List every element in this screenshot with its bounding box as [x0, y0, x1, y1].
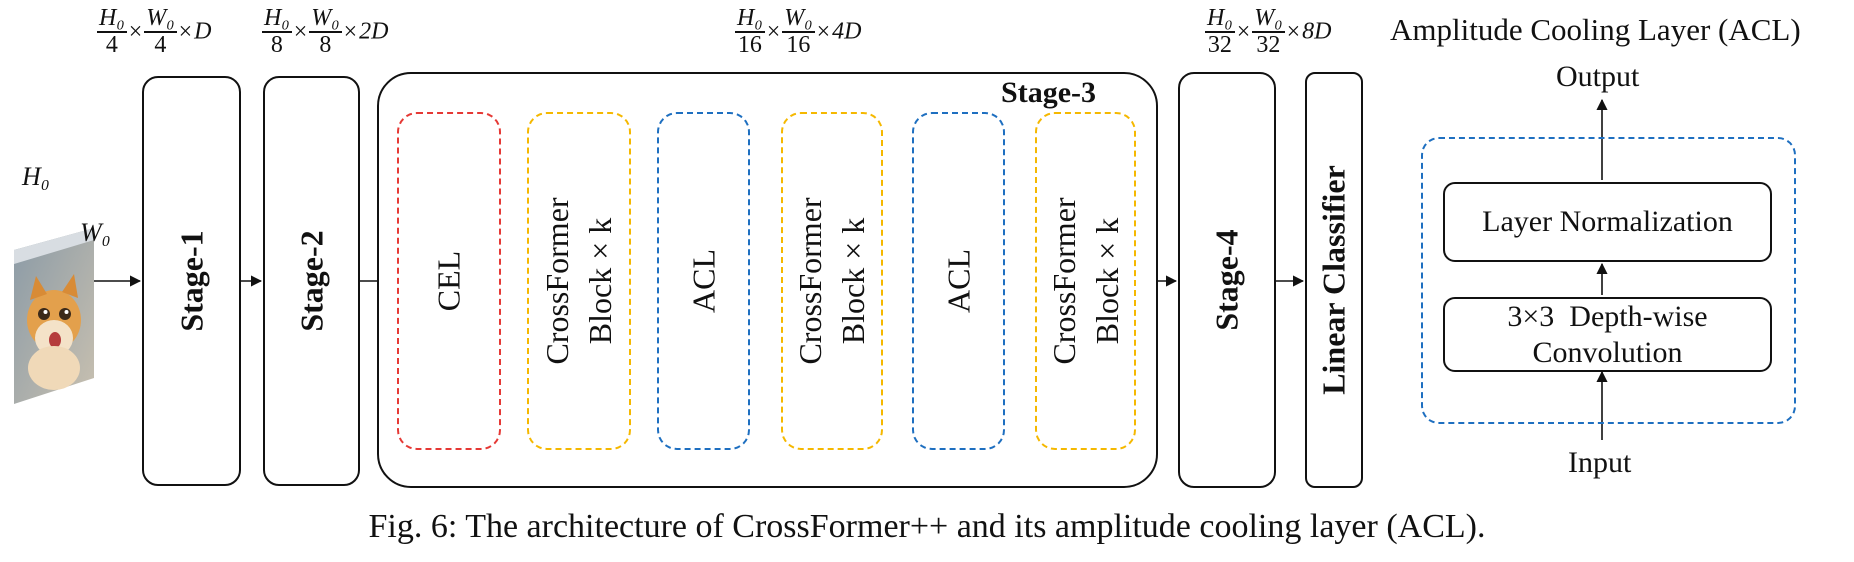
dim-w-num: W₀: [144, 5, 177, 34]
cel-label: CEL: [427, 251, 470, 311]
crossformer-block-2-label: CrossFormer Block × k: [789, 197, 875, 364]
dim-h-num: H₀: [97, 5, 127, 34]
times-sign: ×: [766, 18, 781, 45]
crossformer-block-1: CrossFormer Block × k: [527, 112, 631, 450]
crossformer-block-3-label: CrossFormer Block × k: [1042, 197, 1128, 364]
dim-w-num: W₀: [782, 5, 815, 34]
input-image: [14, 228, 94, 404]
stage-4-label: Stage-4: [1208, 229, 1245, 331]
crossformer-block-1-label: CrossFormer Block × k: [536, 197, 622, 364]
acl-block-1: ACL: [657, 112, 750, 450]
acl-block-2-label: ACL: [937, 249, 980, 313]
dim-h-num: H₀: [735, 5, 765, 34]
dim-h-den: 4: [105, 32, 118, 59]
times-sign: ×: [343, 18, 358, 45]
dim-w-den: 32: [1256, 32, 1281, 59]
conv-label-line1: 3×3 Depth-wise: [1507, 299, 1708, 333]
acl-input-label: Input: [1568, 446, 1632, 479]
acl-block-2: ACL: [912, 112, 1005, 450]
acl-label-text: ACL: [684, 249, 721, 313]
crossformer-label-line2: Block × k: [1088, 217, 1125, 345]
dim-w-num: W₀: [1252, 5, 1285, 34]
dim-w-den: 16: [786, 32, 811, 59]
dim-h-den: 16: [737, 32, 762, 59]
crossformer-label-line1: CrossFormer: [1045, 197, 1082, 365]
dim-channels: 8D: [1302, 18, 1332, 45]
stage-2-block: Stage-2: [263, 76, 360, 486]
stage-4-block: Stage-4: [1178, 72, 1276, 488]
dim-channels: 4D: [832, 18, 862, 45]
stage-3-label: Stage-3: [1001, 76, 1096, 109]
stage-1-label: Stage-1: [172, 230, 209, 332]
layer-normalization-box: Layer Normalization: [1443, 182, 1772, 262]
dim-channels: D: [194, 18, 212, 45]
stage-3-block: Stage-3: [377, 72, 1158, 488]
crossformer-block-2: CrossFormer Block × k: [781, 112, 883, 450]
stage-2-label: Stage-2: [292, 230, 329, 332]
dim-w-num: W₀: [309, 5, 342, 34]
depthwise-conv-box: 3×3 Depth-wise Convolution: [1443, 297, 1772, 372]
dim-w-den: 8: [319, 32, 332, 59]
cel-label-text: CEL: [430, 250, 467, 312]
crossformer-label-line1: CrossFormer: [791, 197, 828, 365]
dim-h-num: H₀: [262, 5, 292, 34]
acl-block-1-label: ACL: [682, 249, 725, 313]
times-sign: ×: [293, 18, 308, 45]
crossformer-block-3: CrossFormer Block × k: [1035, 112, 1136, 450]
times-sign: ×: [1286, 18, 1301, 45]
layer-normalization-label: Layer Normalization: [1482, 205, 1733, 238]
crossformer-label-line2: Block × k: [582, 217, 618, 345]
acl-title: Amplitude Cooling Layer (ACL): [1390, 12, 1801, 47]
times-sign: ×: [178, 18, 193, 45]
crossformer-label-line2: Block × k: [835, 217, 871, 345]
acl-detail-frame: [1421, 137, 1796, 424]
dim-h-den: 32: [1207, 32, 1232, 59]
dim-w-den: 4: [154, 32, 167, 59]
figure-caption: Fig. 6: The architecture of CrossFormer+…: [368, 508, 1486, 545]
times-sign: ×: [816, 18, 831, 45]
crossformer-label-line1: CrossFormer: [538, 197, 575, 365]
linear-classifier-label: Linear Classifier: [1315, 165, 1352, 395]
times-sign: ×: [128, 18, 143, 45]
input-width-label: W₀: [80, 218, 111, 247]
conv-label-line2: Convolution: [1532, 335, 1683, 369]
dim-channels: 2D: [359, 18, 389, 45]
linear-classifier-block: Linear Classifier: [1305, 72, 1363, 488]
acl-output-label: Output: [1556, 60, 1640, 93]
stage-1-block: Stage-1: [142, 76, 241, 486]
acl-label-text: ACL: [939, 249, 976, 313]
times-sign: ×: [1236, 18, 1251, 45]
dim-h-den: 8: [270, 32, 283, 59]
cel-block: CEL: [397, 112, 501, 450]
input-height-label: H₀: [22, 162, 50, 191]
dim-h-num: H₀: [1205, 5, 1235, 34]
